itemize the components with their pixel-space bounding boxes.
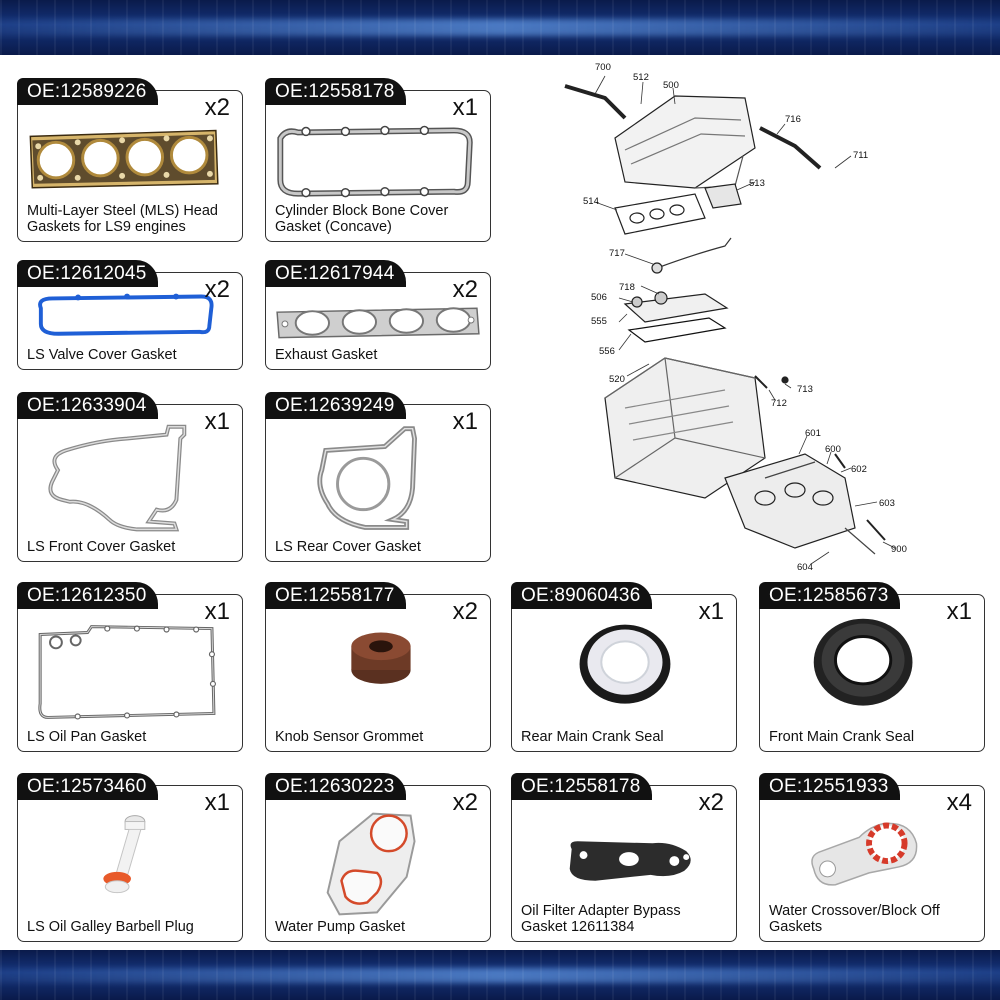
oe-number: OE:89060436: [511, 582, 653, 609]
callout: 520: [609, 374, 625, 385]
front-main-seal-icon: [813, 618, 913, 706]
callout: 602: [851, 464, 867, 475]
rear-main-seal-icon: [579, 624, 671, 704]
product-card-valve-cover-gasket[interactable]: OE:12612045 x2 LS Valve Cover Gasket: [17, 260, 243, 370]
quantity: x2: [452, 276, 478, 303]
front-cover-gasket-icon: [48, 424, 187, 532]
product-name: Rear Main Crank Seal: [521, 729, 664, 745]
product-name: Water Pump Gasket: [275, 919, 406, 935]
callout: 718: [619, 282, 635, 293]
product-card-front-cover-gasket[interactable]: OE:12633904 x1 LS Front Cover Gasket: [17, 392, 243, 562]
exhaust-gasket-icon: [276, 307, 480, 339]
product-card-oil-pan-gasket[interactable]: OE:12612350 x1 LS Oil Pan Gasket: [17, 582, 243, 752]
rear-cover-gasket-icon: [317, 426, 418, 530]
oe-number: OE:12558178: [511, 773, 653, 800]
quantity: x1: [946, 598, 972, 625]
valve-cover-gasket-icon: [38, 293, 214, 336]
product-card-rear-cover-gasket[interactable]: OE:12639249 x1 LS Rear Cover Gasket: [265, 392, 491, 562]
callout: 512: [633, 72, 649, 83]
product-name: LS Rear Cover Gasket: [275, 539, 421, 555]
bottom-banner: [0, 950, 1000, 1000]
quantity: x1: [452, 408, 478, 435]
product-name: LS Valve Cover Gasket: [27, 347, 177, 363]
callout: 717: [609, 248, 625, 259]
oe-number: OE:12585673: [759, 582, 901, 609]
product-card-exhaust-gasket[interactable]: OE:12617944 x2 Exhaust Gasket: [265, 260, 491, 370]
callout: 700: [595, 62, 611, 73]
crossover-gasket-icon: [811, 822, 918, 886]
product-card-bypass-gasket[interactable]: OE:12558178 x2 Oil Filter Adapter Bypass…: [511, 773, 737, 942]
callout: 716: [785, 114, 801, 125]
callout: 600: [825, 444, 841, 455]
oe-number: OE:12639249: [265, 392, 407, 419]
oil-pan-gasket-icon: [38, 625, 216, 720]
quantity: x1: [204, 598, 230, 625]
product-name: Knob Sensor Grommet: [275, 729, 424, 745]
head-gasket-icon: [29, 129, 219, 189]
oe-number: OE:12630223: [265, 773, 407, 800]
product-card-water-pump-gasket[interactable]: OE:12630223 x2 Water Pump Gasket: [265, 773, 491, 942]
quantity: x2: [452, 598, 478, 625]
quantity: x2: [204, 276, 230, 303]
product-name: Water Crossover/Block Off Gaskets: [769, 903, 940, 935]
product-card-rear-main-seal[interactable]: OE:89060436 x1 Rear Main Crank Seal: [511, 582, 737, 752]
callout: 603: [879, 498, 895, 509]
quantity: x1: [452, 94, 478, 121]
bypass-gasket-icon: [569, 841, 691, 881]
product-name: Multi-Layer Steel (MLS) Head Gaskets for…: [27, 203, 218, 235]
callout: 556: [599, 346, 615, 357]
oe-number: OE:12612350: [17, 582, 159, 609]
oe-number: OE:12573460: [17, 773, 159, 800]
valley-cover-gasket-icon: [277, 125, 473, 198]
oe-number: OE:12558177: [265, 582, 407, 609]
oe-number: OE:12612045: [17, 260, 159, 287]
product-name: LS Front Cover Gasket: [27, 539, 176, 555]
quantity: x2: [204, 94, 230, 121]
product-name: Front Main Crank Seal: [769, 729, 915, 745]
oe-number: OE:12558178: [265, 78, 407, 105]
top-banner: [0, 0, 1000, 55]
product-card-knock-sensor-grommet[interactable]: OE:12558177 x2 Knob Sensor Grommet: [265, 582, 491, 752]
callout: 500: [663, 80, 679, 91]
product-card-head-gasket[interactable]: OE:12589226 x2 Multi-Layer Steel (MLS) H…: [17, 78, 243, 242]
product-name: LS Oil Pan Gasket: [27, 729, 147, 745]
oe-number: OE:12633904: [17, 392, 159, 419]
product-name: Cylinder Block Bone Cover Gasket (Concav…: [275, 203, 449, 235]
water-pump-gasket-icon: [326, 812, 416, 916]
oe-number: OE:12617944: [265, 260, 407, 287]
callout: 555: [591, 316, 607, 327]
callout: 712: [771, 398, 787, 409]
quantity: x1: [698, 598, 724, 625]
quantity: x1: [204, 789, 230, 816]
product-name: Exhaust Gasket: [275, 347, 378, 363]
callout: 513: [749, 178, 765, 189]
product-card-barbell-plug[interactable]: OE:12573460 x1 LS Oil Galley Barbell Plu…: [17, 773, 243, 942]
quantity: x2: [698, 789, 724, 816]
product-name: LS Oil Galley Barbell Plug: [27, 919, 194, 935]
callout: 711: [853, 150, 868, 161]
engine-exploded-diagram: 700 512 500 716 711 513 514 717 506 718 …: [564, 62, 907, 573]
quantity: x4: [946, 789, 972, 816]
barbell-plug-icon: [103, 815, 146, 894]
callout: 900: [891, 544, 907, 555]
callout: 604: [797, 562, 813, 573]
quantity: x2: [452, 789, 478, 816]
oe-number: OE:12551933: [759, 773, 901, 800]
callout: 506: [591, 292, 607, 303]
product-card-front-main-seal[interactable]: OE:12585673 x1 Front Main Crank Seal: [759, 582, 985, 752]
callout: 514: [583, 196, 599, 207]
callout: 601: [805, 428, 821, 439]
oe-number: OE:12589226: [17, 78, 159, 105]
grommet-icon: [351, 632, 411, 684]
product-card-bone-cover-gasket[interactable]: OE:12558178 x1 Cylinder Block Bone Cover…: [265, 78, 491, 242]
quantity: x1: [204, 408, 230, 435]
product-card-crossover-gasket[interactable]: OE:12551933 x4 Water Crossover/Block Off…: [759, 773, 985, 942]
callout: 713: [797, 384, 813, 395]
product-name: Oil Filter Adapter Bypass Gasket 1261138…: [521, 903, 681, 935]
